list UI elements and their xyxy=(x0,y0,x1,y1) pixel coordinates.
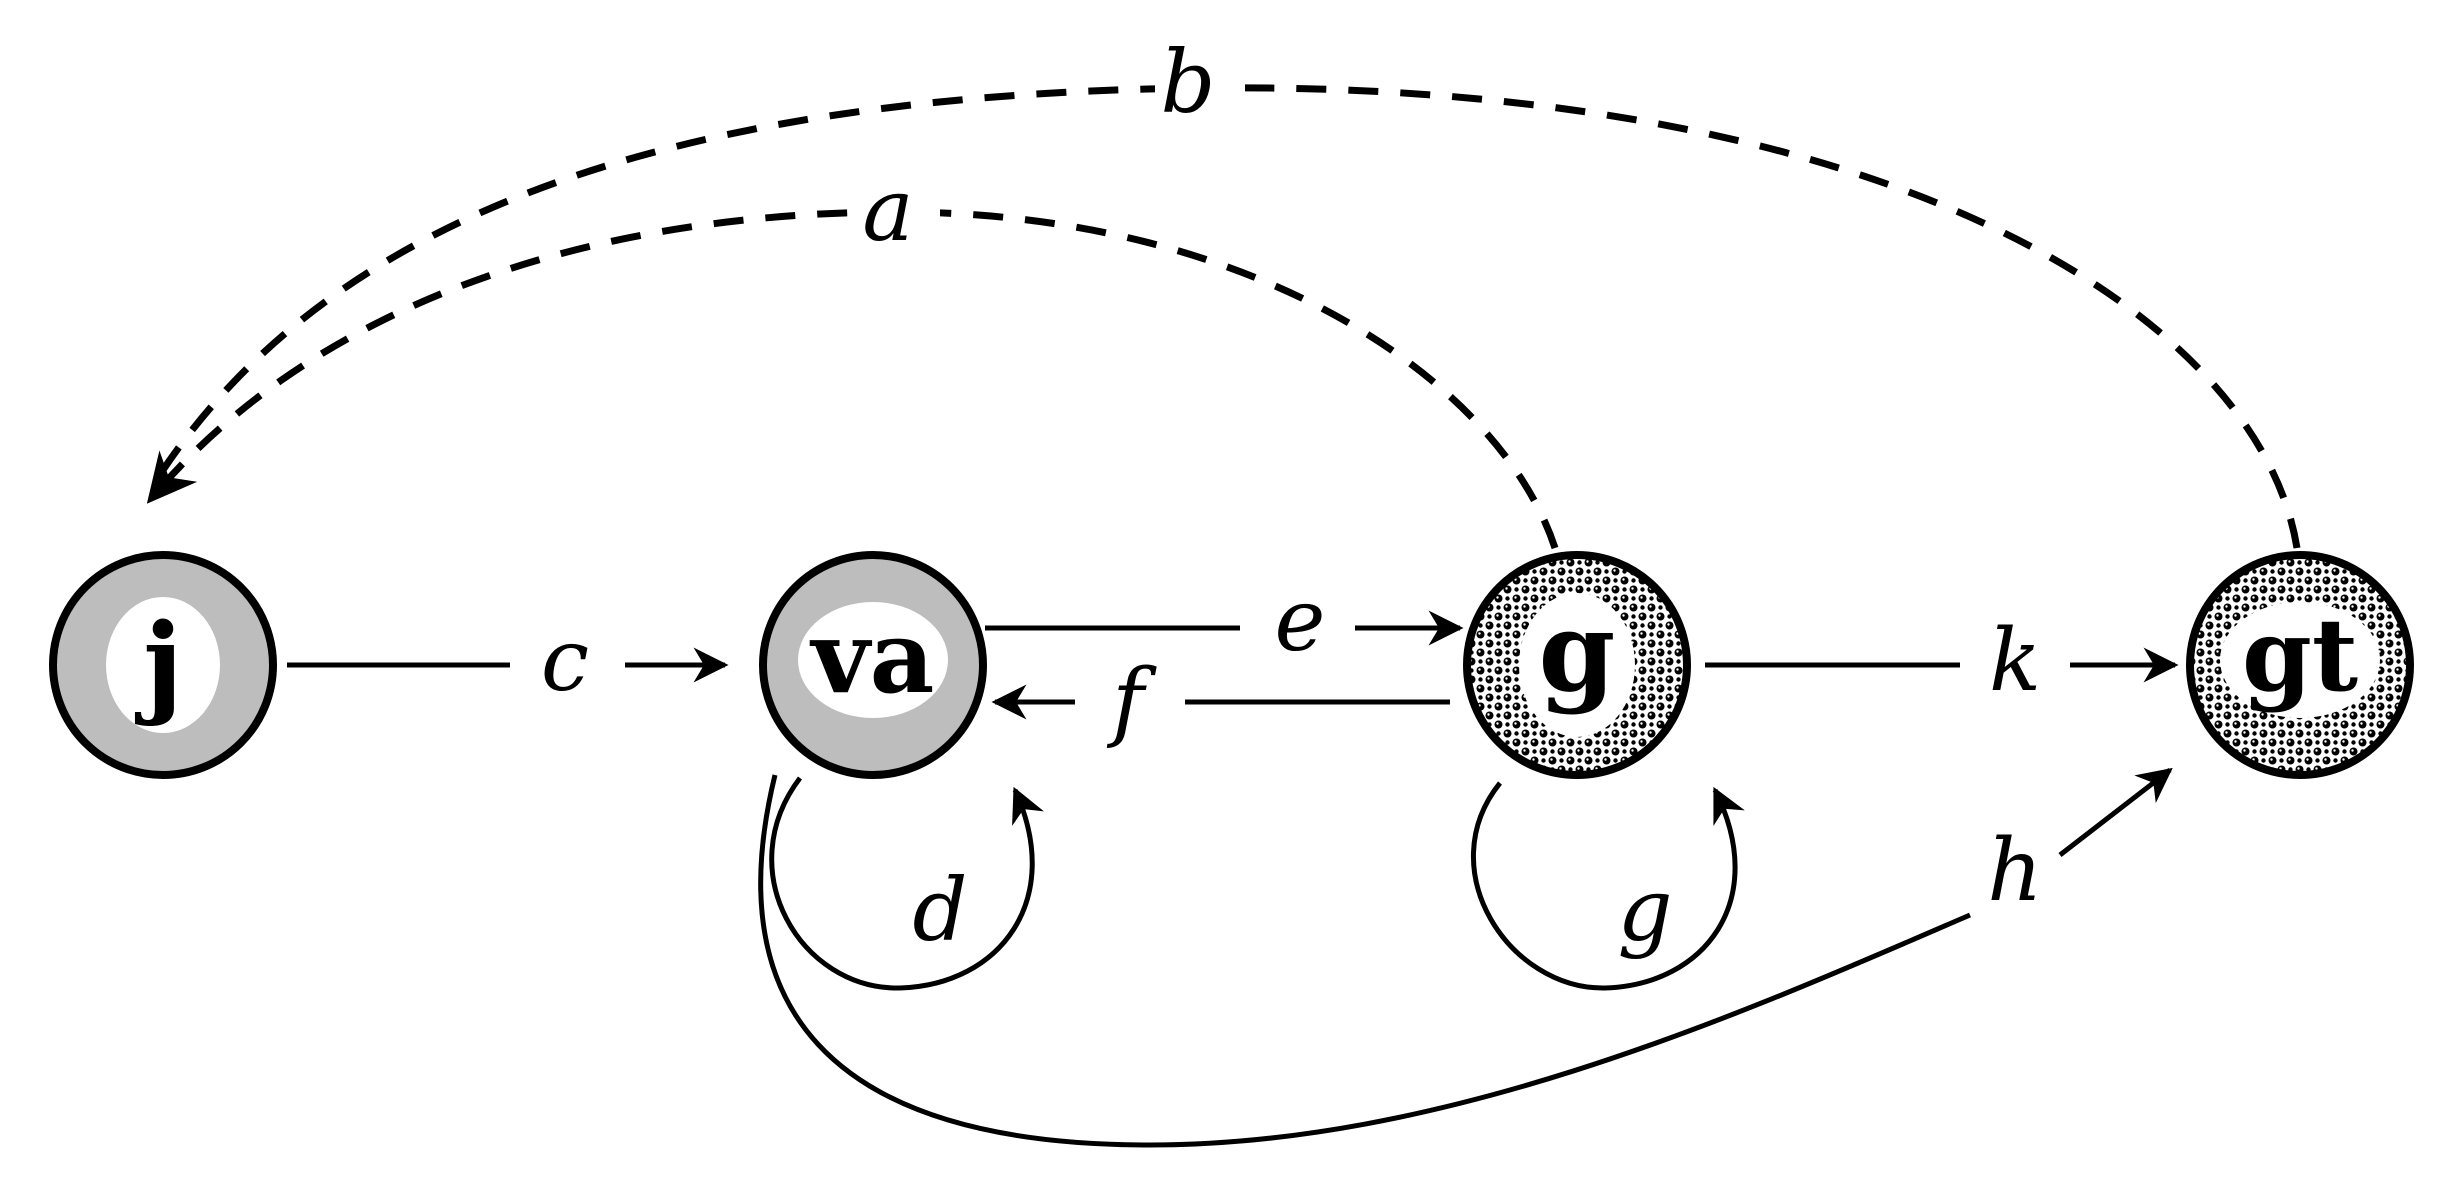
edge-c: c xyxy=(287,611,729,711)
node-g: g xyxy=(1463,551,1691,779)
edge-label-h: h xyxy=(1987,821,2042,921)
node-gt: gt xyxy=(2186,551,2414,779)
node-label-j: j xyxy=(134,599,183,728)
edge-label-k: k xyxy=(1989,611,2041,711)
edge-label-g: g xyxy=(1617,861,1672,961)
edge-b: b xyxy=(147,33,2301,549)
edge-e: e xyxy=(985,571,1464,671)
edge-k: k xyxy=(1705,611,2179,711)
edge-label-c: c xyxy=(541,611,589,711)
edge-label-d: d xyxy=(912,861,967,961)
node-label-gt: gt xyxy=(2242,596,2358,714)
edge-a: a xyxy=(146,161,1559,550)
node-label-va: va xyxy=(810,598,935,716)
node-j: j xyxy=(49,551,277,779)
node-va: va xyxy=(759,551,987,779)
edge-h: h xyxy=(758,767,2173,1148)
edge-f: f xyxy=(991,651,1450,751)
node-label-g: g xyxy=(1539,587,1616,716)
edge-label-f: f xyxy=(1106,651,1157,751)
edge-label-e: e xyxy=(1275,571,1326,671)
edge-d: d xyxy=(769,776,1044,991)
edge-label-a: a xyxy=(862,161,913,261)
edge-g: g xyxy=(1470,781,1745,991)
edge-label-b: b xyxy=(1160,33,1215,133)
